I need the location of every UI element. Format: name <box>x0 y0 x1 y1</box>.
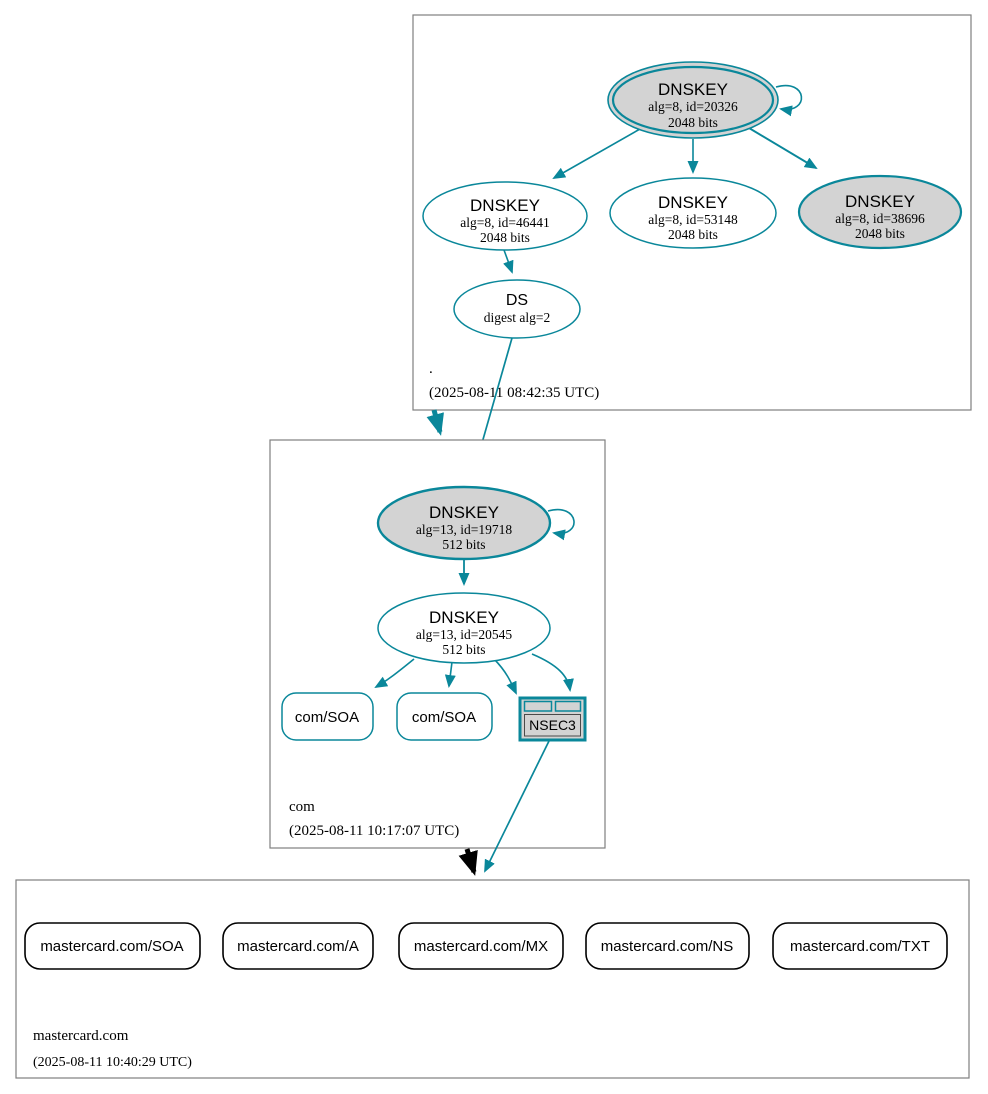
node-title: DS <box>506 292 528 309</box>
zone-name-com: com <box>289 799 315 815</box>
node-mastercard-ns[interactable]: mastercard.com/NS <box>585 922 750 970</box>
edge-com-zone-to-mastercard-zone <box>458 848 478 876</box>
rrset-label: mastercard.com/TXT <box>790 938 930 955</box>
node-com-nsec3[interactable]: NSEC3 <box>518 696 587 742</box>
node-detail: alg=8, id=46441 <box>460 215 549 230</box>
node-root-ds[interactable]: DS digest alg=2 <box>453 279 581 339</box>
node-detail: 512 bits <box>442 642 485 657</box>
edge-root-ksk-to-zsk1 <box>552 128 641 179</box>
zone-name-mastercard: mastercard.com <box>33 1028 129 1044</box>
node-title: DNSKEY <box>845 192 915 211</box>
zone-timestamp-root: (2025-08-11 08:42:35 UTC) <box>429 385 599 401</box>
nsec3-cell-right <box>554 700 582 712</box>
node-title: DNSKEY <box>658 80 728 99</box>
node-mastercard-soa[interactable]: mastercard.com/SOA <box>24 922 201 970</box>
node-detail: alg=8, id=20326 <box>648 99 738 114</box>
node-com-soa-2[interactable]: com/SOA <box>396 692 493 741</box>
node-detail: 2048 bits <box>668 115 718 130</box>
rrset-label: com/SOA <box>412 709 476 726</box>
node-root-dnskey-38696[interactable]: DNSKEY alg=8, id=38696 2048 bits <box>797 174 963 250</box>
nsec3-label-box <box>524 714 581 737</box>
nsec3-cell-left <box>523 700 553 712</box>
zone-name-root: . <box>429 361 433 377</box>
node-detail: alg=13, id=20545 <box>416 627 512 642</box>
node-detail: 2048 bits <box>668 227 718 242</box>
edge-com-zsk-to-nsec3-left <box>493 658 517 695</box>
node-root-dnskey-46441[interactable]: DNSKEY alg=8, id=46441 2048 bits <box>422 181 588 251</box>
zone-border-mastercard <box>15 879 970 1079</box>
nsec3-label: NSEC3 <box>529 717 576 733</box>
node-detail: alg=8, id=53148 <box>648 212 738 227</box>
node-mastercard-mx[interactable]: mastercard.com/MX <box>398 922 564 970</box>
node-detail: 2048 bits <box>855 226 905 241</box>
node-title: DNSKEY <box>429 503 499 522</box>
edge-com-zsk-to-soa1 <box>374 658 415 689</box>
node-detail: digest alg=2 <box>484 310 550 325</box>
node-com-soa-1[interactable]: com/SOA <box>281 692 374 741</box>
node-com-dnskey-20545[interactable]: DNSKEY alg=13, id=20545 512 bits <box>377 592 551 664</box>
rrset-label: mastercard.com/NS <box>601 938 734 955</box>
node-title: DNSKEY <box>470 196 540 215</box>
node-title: DNSKEY <box>429 608 499 627</box>
node-mastercard-txt[interactable]: mastercard.com/TXT <box>772 922 948 970</box>
node-detail: 512 bits <box>442 537 485 552</box>
node-detail: alg=8, id=38696 <box>835 211 925 226</box>
edge-root-zone-to-com-zone <box>426 409 444 436</box>
edge-com-zsk-to-soa2 <box>444 661 456 688</box>
node-mastercard-a[interactable]: mastercard.com/A <box>222 922 374 970</box>
node-title: DNSKEY <box>658 193 728 212</box>
edge-root-ksk-selfloop <box>775 84 803 117</box>
edge-nsec3-to-mastercard-zone <box>484 740 550 873</box>
rrset-label: mastercard.com/MX <box>414 938 548 955</box>
rrset-label: com/SOA <box>295 709 359 726</box>
edge-root-ksk-to-key3 <box>748 127 818 170</box>
node-detail: 2048 bits <box>480 230 530 245</box>
node-detail: alg=13, id=19718 <box>416 522 512 537</box>
zone-box-mastercard: mastercard.com (2025-08-11 10:40:29 UTC) <box>15 879 970 1079</box>
zone-timestamp-mastercard: (2025-08-11 10:40:29 UTC) <box>33 1055 192 1070</box>
rrset-label: mastercard.com/A <box>237 938 359 955</box>
rrset-label: mastercard.com/SOA <box>40 938 183 955</box>
zone-timestamp-com: (2025-08-11 10:17:07 UTC) <box>289 823 459 839</box>
edge-com-ksk-selfloop <box>547 508 575 541</box>
node-root-dnskey-53148[interactable]: DNSKEY alg=8, id=53148 2048 bits <box>609 177 777 249</box>
edge-root-zsk1-to-ds <box>503 249 514 274</box>
edge-com-zsk-to-nsec3-top <box>531 653 574 692</box>
node-root-dnskey-20326[interactable]: DNSKEY alg=8, id=20326 2048 bits <box>607 61 779 139</box>
node-com-dnskey-19718[interactable]: DNSKEY alg=13, id=19718 512 bits <box>376 485 552 561</box>
